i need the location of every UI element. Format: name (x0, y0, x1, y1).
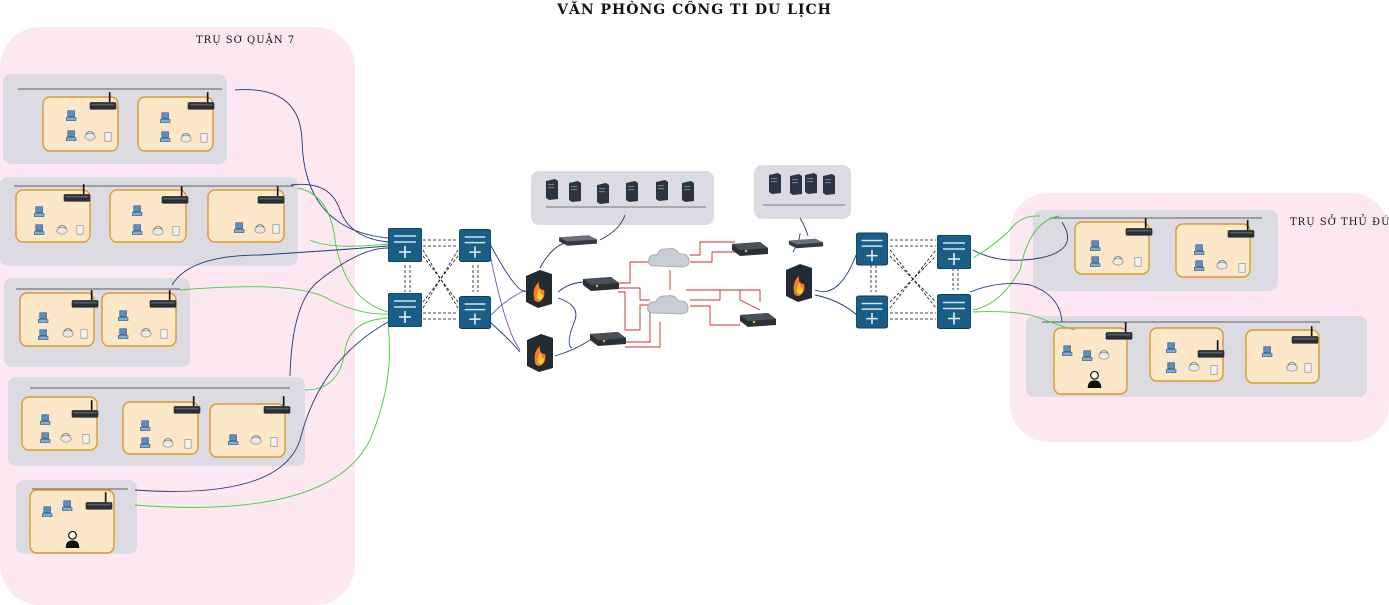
access-uplinks-right (969, 215, 1076, 331)
diagram-title: VĂN PHÒNG CÔNG TI DU LỊCH (557, 2, 832, 18)
core-devices (388, 228, 971, 372)
core-mesh-links (404, 239, 959, 320)
floor-bus-lines (14, 88, 1320, 490)
access-uplinks-left (134, 89, 390, 508)
site-label-quan7: TRỤ SƠ QUẬN 7 (196, 35, 296, 46)
server-farm-panel (754, 165, 851, 219)
wan-links (615, 241, 761, 348)
site-label-thuduc: TRỤ SỞ THỦ ĐỨC (1290, 217, 1389, 228)
server-farm-servers (546, 173, 845, 208)
